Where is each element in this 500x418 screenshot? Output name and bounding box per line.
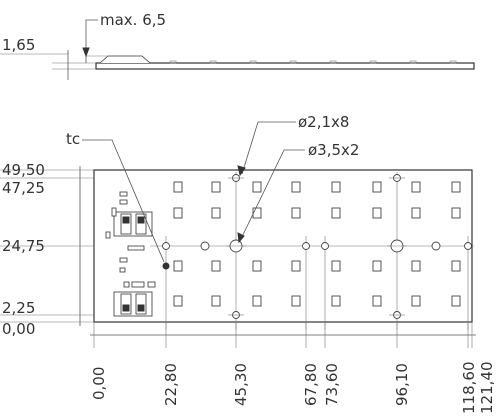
led: [451, 260, 461, 272]
led: [291, 295, 301, 307]
x-dim-label: 121,40: [478, 362, 496, 415]
tc-label: tc: [66, 130, 80, 148]
max-height-arrow: [82, 47, 90, 58]
led: [331, 260, 341, 272]
fiducial: [431, 241, 441, 251]
connector-top: [113, 211, 153, 237]
led: [331, 295, 341, 307]
led: [411, 207, 421, 219]
led: [372, 295, 382, 307]
y-dim-label: 24,75: [2, 237, 45, 255]
y-dim-label: 2,25: [2, 299, 35, 317]
led: [173, 207, 183, 219]
small-hole-label: ø2,1x8: [298, 113, 349, 131]
led: [252, 260, 262, 272]
max-height-leader: [85, 19, 98, 63]
mounting-holes: [162, 174, 472, 319]
x-dimensions: 0,00 22,80 45,30 67,80 73,60 96,10 118,6…: [90, 322, 496, 414]
connector-bottom: [113, 291, 153, 317]
x-dim-label: 0,00: [90, 367, 108, 400]
x-dim-label: 22,80: [162, 363, 180, 406]
led: [252, 207, 262, 219]
tc-leader: [82, 139, 165, 263]
led: [173, 260, 183, 272]
led: [331, 207, 341, 219]
led: [252, 295, 262, 307]
callouts: tc ø2,1x8 ø3,5x2: [66, 113, 359, 263]
small-hole: [162, 242, 170, 250]
y-dim-label: 49,50: [2, 161, 45, 179]
led: [252, 181, 262, 193]
fiducial: [200, 241, 210, 251]
tc-point: [162, 262, 170, 270]
led: [291, 181, 301, 193]
led: [372, 260, 382, 272]
smd-components: [105, 191, 156, 288]
small-hole: [464, 242, 472, 250]
large-hole-leader: [239, 149, 305, 242]
led-array: [173, 181, 461, 307]
led: [173, 181, 183, 193]
large-hole-label: ø3,5x2: [308, 141, 359, 159]
x-dim-label: 118,60: [460, 362, 478, 415]
led: [211, 260, 221, 272]
small-hole: [321, 242, 329, 250]
led: [411, 260, 421, 272]
led: [211, 207, 221, 219]
side-view: max. 6,5 1,65: [0, 11, 475, 80]
led: [372, 181, 382, 193]
small-hole-leader: [241, 121, 296, 175]
led: [451, 295, 461, 307]
y-dim-label: 47,25: [2, 179, 45, 197]
board-thickness-label: 1,65: [2, 36, 35, 54]
side-view-pcb: [95, 62, 475, 70]
small-hole: [302, 242, 310, 250]
max-height-label: max. 6,5: [100, 11, 166, 29]
led: [451, 207, 461, 219]
led: [372, 207, 382, 219]
side-view-led-bumps: [169, 60, 457, 64]
led: [291, 207, 301, 219]
side-view-connector: [99, 55, 151, 64]
led: [211, 295, 221, 307]
led: [291, 260, 301, 272]
top-view: [93, 169, 474, 330]
led: [211, 181, 221, 193]
x-dim-label: 96,10: [393, 363, 411, 406]
y-dim-label: 0,00: [2, 320, 35, 338]
x-dim-label: 67,80: [302, 363, 320, 406]
y-dimensions: 49,50 47,25 24,75 2,25 0,00: [0, 161, 94, 338]
x-dim-label: 45,30: [232, 363, 250, 406]
led: [173, 295, 183, 307]
led: [451, 181, 461, 193]
led: [331, 181, 341, 193]
led: [411, 181, 421, 193]
led: [411, 295, 421, 307]
x-dim-label: 73,60: [323, 363, 341, 406]
